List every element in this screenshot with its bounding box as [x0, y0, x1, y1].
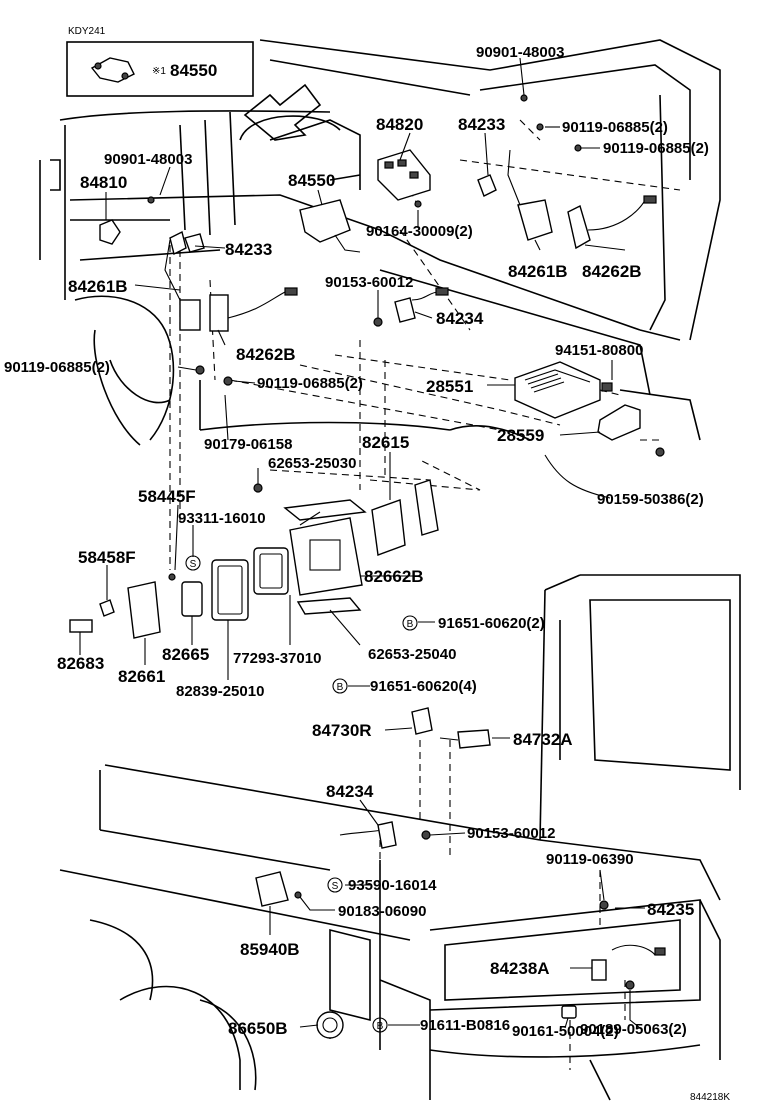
marker-s-2: S — [327, 877, 343, 893]
marker-s-1: S — [185, 555, 201, 571]
inset-box — [66, 41, 254, 97]
callout-91651-60620-2: 91651-60620(2) — [438, 615, 545, 632]
callout-84261b-left: 84261B — [68, 277, 128, 296]
callout-90901-48003-left: 90901-48003 — [104, 151, 192, 168]
callout-82683: 82683 — [57, 654, 104, 673]
callout-90901-48003-top: 90901-48003 — [476, 44, 564, 61]
callout-90119-06885-a: 90119-06885(2) — [562, 119, 668, 136]
callout-90119-06885-b: 90119-06885(2) — [603, 140, 709, 157]
callout-84235: 84235 — [647, 900, 694, 919]
vehicle-body-lower — [59, 574, 741, 1101]
callout-90183-06090: 90183-06090 — [338, 903, 426, 920]
callout-90119-06885-c: 90119-06885(2) — [4, 359, 110, 376]
callout-91651-60620-4: 91651-60620(4) — [370, 678, 477, 695]
marker-b-2: B — [332, 678, 348, 694]
callout-90189-05063: 90189-05063(2) — [580, 1021, 687, 1038]
svg-text:S: S — [190, 559, 197, 570]
marker-b-3: B — [372, 1017, 388, 1033]
callout-58458f: 58458F — [78, 548, 136, 567]
callout-84238a: 84238A — [490, 959, 550, 978]
figure-id-label: 844218K — [690, 1092, 730, 1103]
callout-84262b-right: 84262B — [582, 262, 642, 281]
callout-84550-inset: 84550 — [170, 61, 217, 80]
callout-82661: 82661 — [118, 667, 165, 686]
callout-90179-06158: 90179-06158 — [204, 436, 292, 453]
callout-86650b: 86650B — [228, 1019, 288, 1038]
callout-90119-06390: 90119-06390 — [546, 851, 634, 868]
callout-90161-50004: 90161-50004(2) — [512, 1023, 619, 1040]
callout-82839-25010: 82839-25010 — [176, 683, 264, 700]
callout-82665: 82665 — [162, 645, 209, 664]
callout-82662b: 82662B — [364, 567, 424, 586]
callout-77293-37010: 77293-37010 — [233, 650, 321, 667]
callout-85940b: 85940B — [240, 940, 300, 959]
callout-84261b-right: 84261B — [508, 262, 568, 281]
callout-84810: 84810 — [80, 173, 127, 192]
callout-84233-right: 84233 — [458, 115, 505, 134]
callout-94151-80800: 94151-80800 — [555, 342, 643, 359]
callout-93311-16010: 93311-16010 — [178, 510, 266, 527]
callout-84234-lower: 84234 — [326, 782, 374, 801]
leader-lines — [79, 57, 645, 1029]
callout-28559: 28559 — [497, 426, 544, 445]
svg-text:B: B — [377, 1021, 384, 1032]
callout-84234-upper: 84234 — [436, 309, 484, 328]
vehicle-body-upper — [39, 39, 721, 446]
callout-90159-50386: 90159-50386(2) — [597, 491, 704, 508]
callout-84820: 84820 — [376, 115, 423, 134]
callout-91611-b0816: 91611-B0816 — [420, 1017, 510, 1034]
parts-upper — [69, 94, 665, 639]
callout-90153-60012-lower: 90153-60012 — [467, 825, 555, 842]
svg-text:S: S — [332, 881, 339, 892]
callout-90164-30009: 90164-30009(2) — [366, 223, 473, 240]
callout-84262b-left: 84262B — [236, 345, 296, 364]
callout-90119-06885-d: 90119-06885(2) — [257, 375, 363, 392]
callout-58445f: 58445F — [138, 487, 196, 506]
callout-82615: 82615 — [362, 433, 409, 452]
model-code-label: KDY241 — [68, 26, 106, 37]
callout-62653-25040: 62653-25040 — [368, 646, 456, 663]
callout-84730r: 84730R — [312, 721, 372, 740]
callout-28551: 28551 — [426, 377, 473, 396]
svg-text:B: B — [337, 682, 344, 693]
inset-mark-label: ※1 — [152, 66, 166, 77]
callout-84550: 84550 — [288, 171, 335, 190]
callout-62653-25030: 62653-25030 — [268, 455, 356, 472]
parts-lower — [255, 707, 666, 1039]
svg-text:B: B — [407, 619, 414, 630]
callout-93590-16014: 93590-16014 — [348, 877, 437, 894]
callout-84233-left: 84233 — [225, 240, 272, 259]
marker-b-1: B — [402, 615, 418, 631]
callout-90153-60012-upper: 90153-60012 — [325, 274, 413, 291]
callout-84732a: 84732A — [513, 730, 573, 749]
